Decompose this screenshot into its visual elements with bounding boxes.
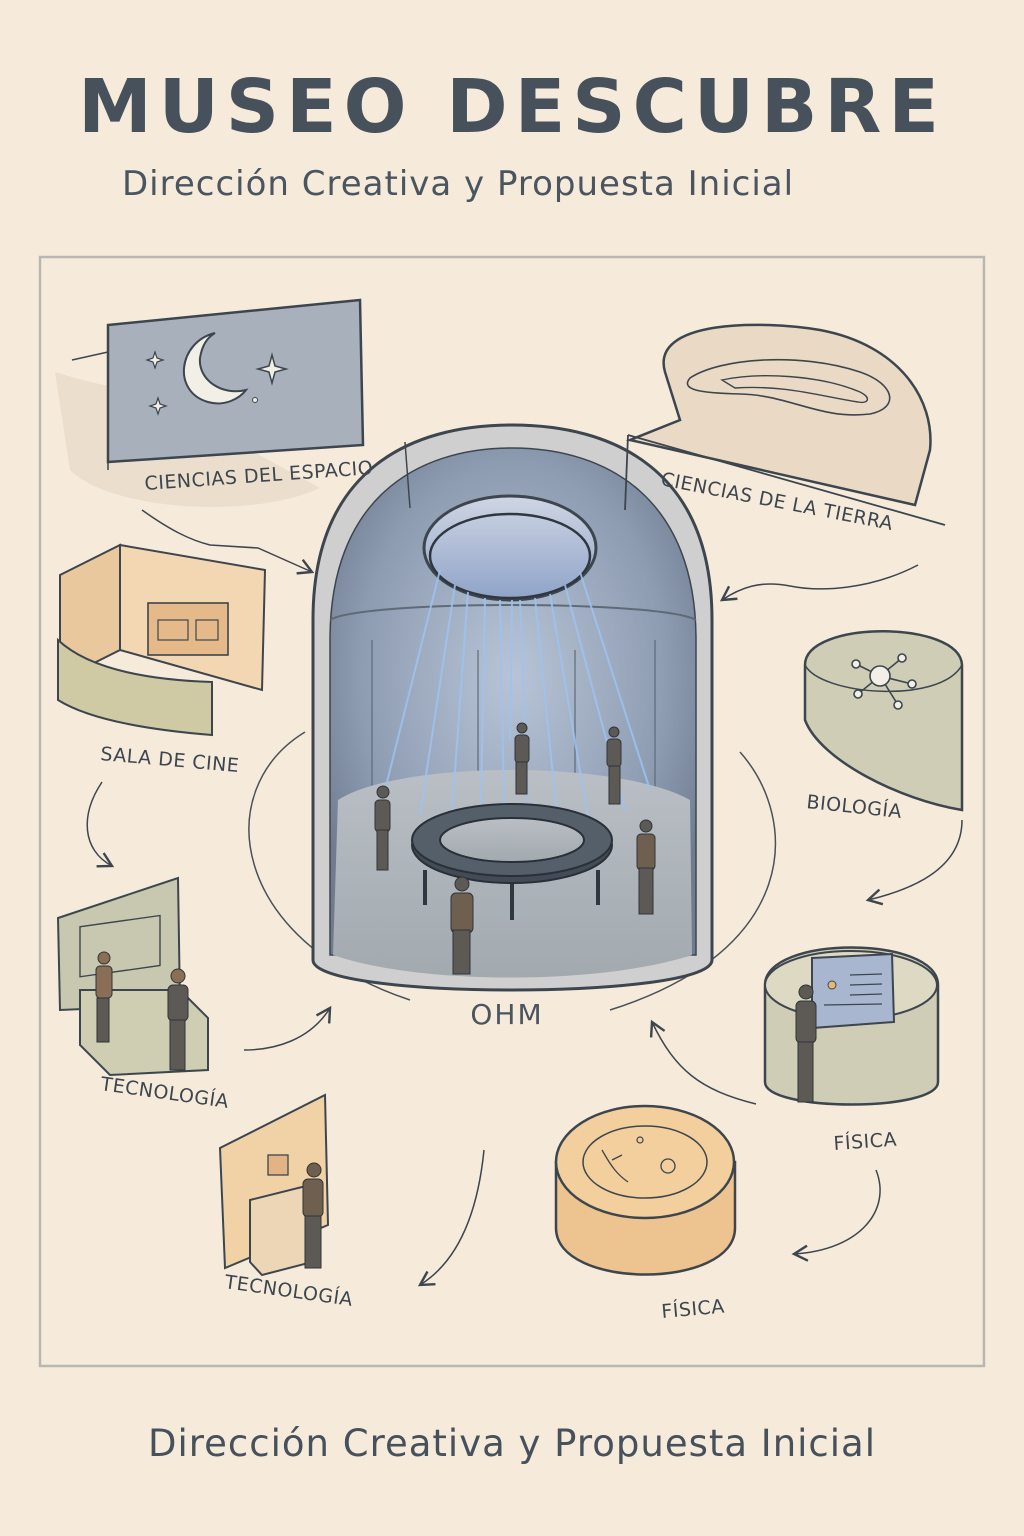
- zone-biology: BIOLOGÍA: [803, 630, 964, 906]
- ohm-dome-hall: OHM: [311, 423, 714, 1031]
- diagram-frame: [38, 255, 986, 1368]
- zone-label-biology: BIOLOGÍA: [805, 790, 903, 823]
- zone-physics-2: FÍSICA: [554, 1104, 737, 1323]
- arrow-cinema: [86, 781, 115, 868]
- zone-label-tech-1: TECNOLOGÍA: [98, 1072, 230, 1113]
- zone-label-tech-2: TECNOLOGÍA: [222, 1270, 354, 1311]
- center-label: OHM: [470, 998, 543, 1031]
- zone-space-sciences: CIENCIAS DEL ESPACIO: [55, 298, 411, 575]
- zone-label-physics-1: FÍSICA: [833, 1128, 898, 1155]
- zone-technology-1: TECNOLOGÍA: [56, 876, 332, 1113]
- ring-table: [411, 803, 613, 920]
- tech-visitors: [95, 951, 189, 1071]
- moon-icon: [183, 332, 249, 405]
- arrow-biology: [865, 819, 963, 906]
- zone-label-physics-2: FÍSICA: [660, 1295, 725, 1323]
- page-footer: Dirección Creativa y Propuesta Inicial: [147, 1422, 877, 1465]
- arrow-physics-down: [791, 1169, 881, 1262]
- molecule-icon: [851, 653, 917, 710]
- zone-physics-1: FÍSICA: [649, 946, 940, 1262]
- zone-label-cinema: SALA DE CINE: [100, 743, 241, 777]
- visitors: [374, 722, 656, 975]
- arrow-tech-1: [243, 1005, 332, 1051]
- zone-technology-2: TECNOLOGÍA: [218, 1093, 485, 1311]
- arrow-tech-2: [417, 1149, 485, 1287]
- page-subtitle: Dirección Creativa y Propuesta Inicial: [122, 164, 795, 204]
- arrow-space: [141, 509, 315, 575]
- arrow-physics-1: [649, 1019, 757, 1105]
- zone-cinema: SALA DE CINE: [57, 543, 267, 868]
- page-title: MUSEO DESCUBRE: [78, 64, 946, 150]
- star-icon: [255, 352, 289, 386]
- arrow-earth: [719, 564, 919, 602]
